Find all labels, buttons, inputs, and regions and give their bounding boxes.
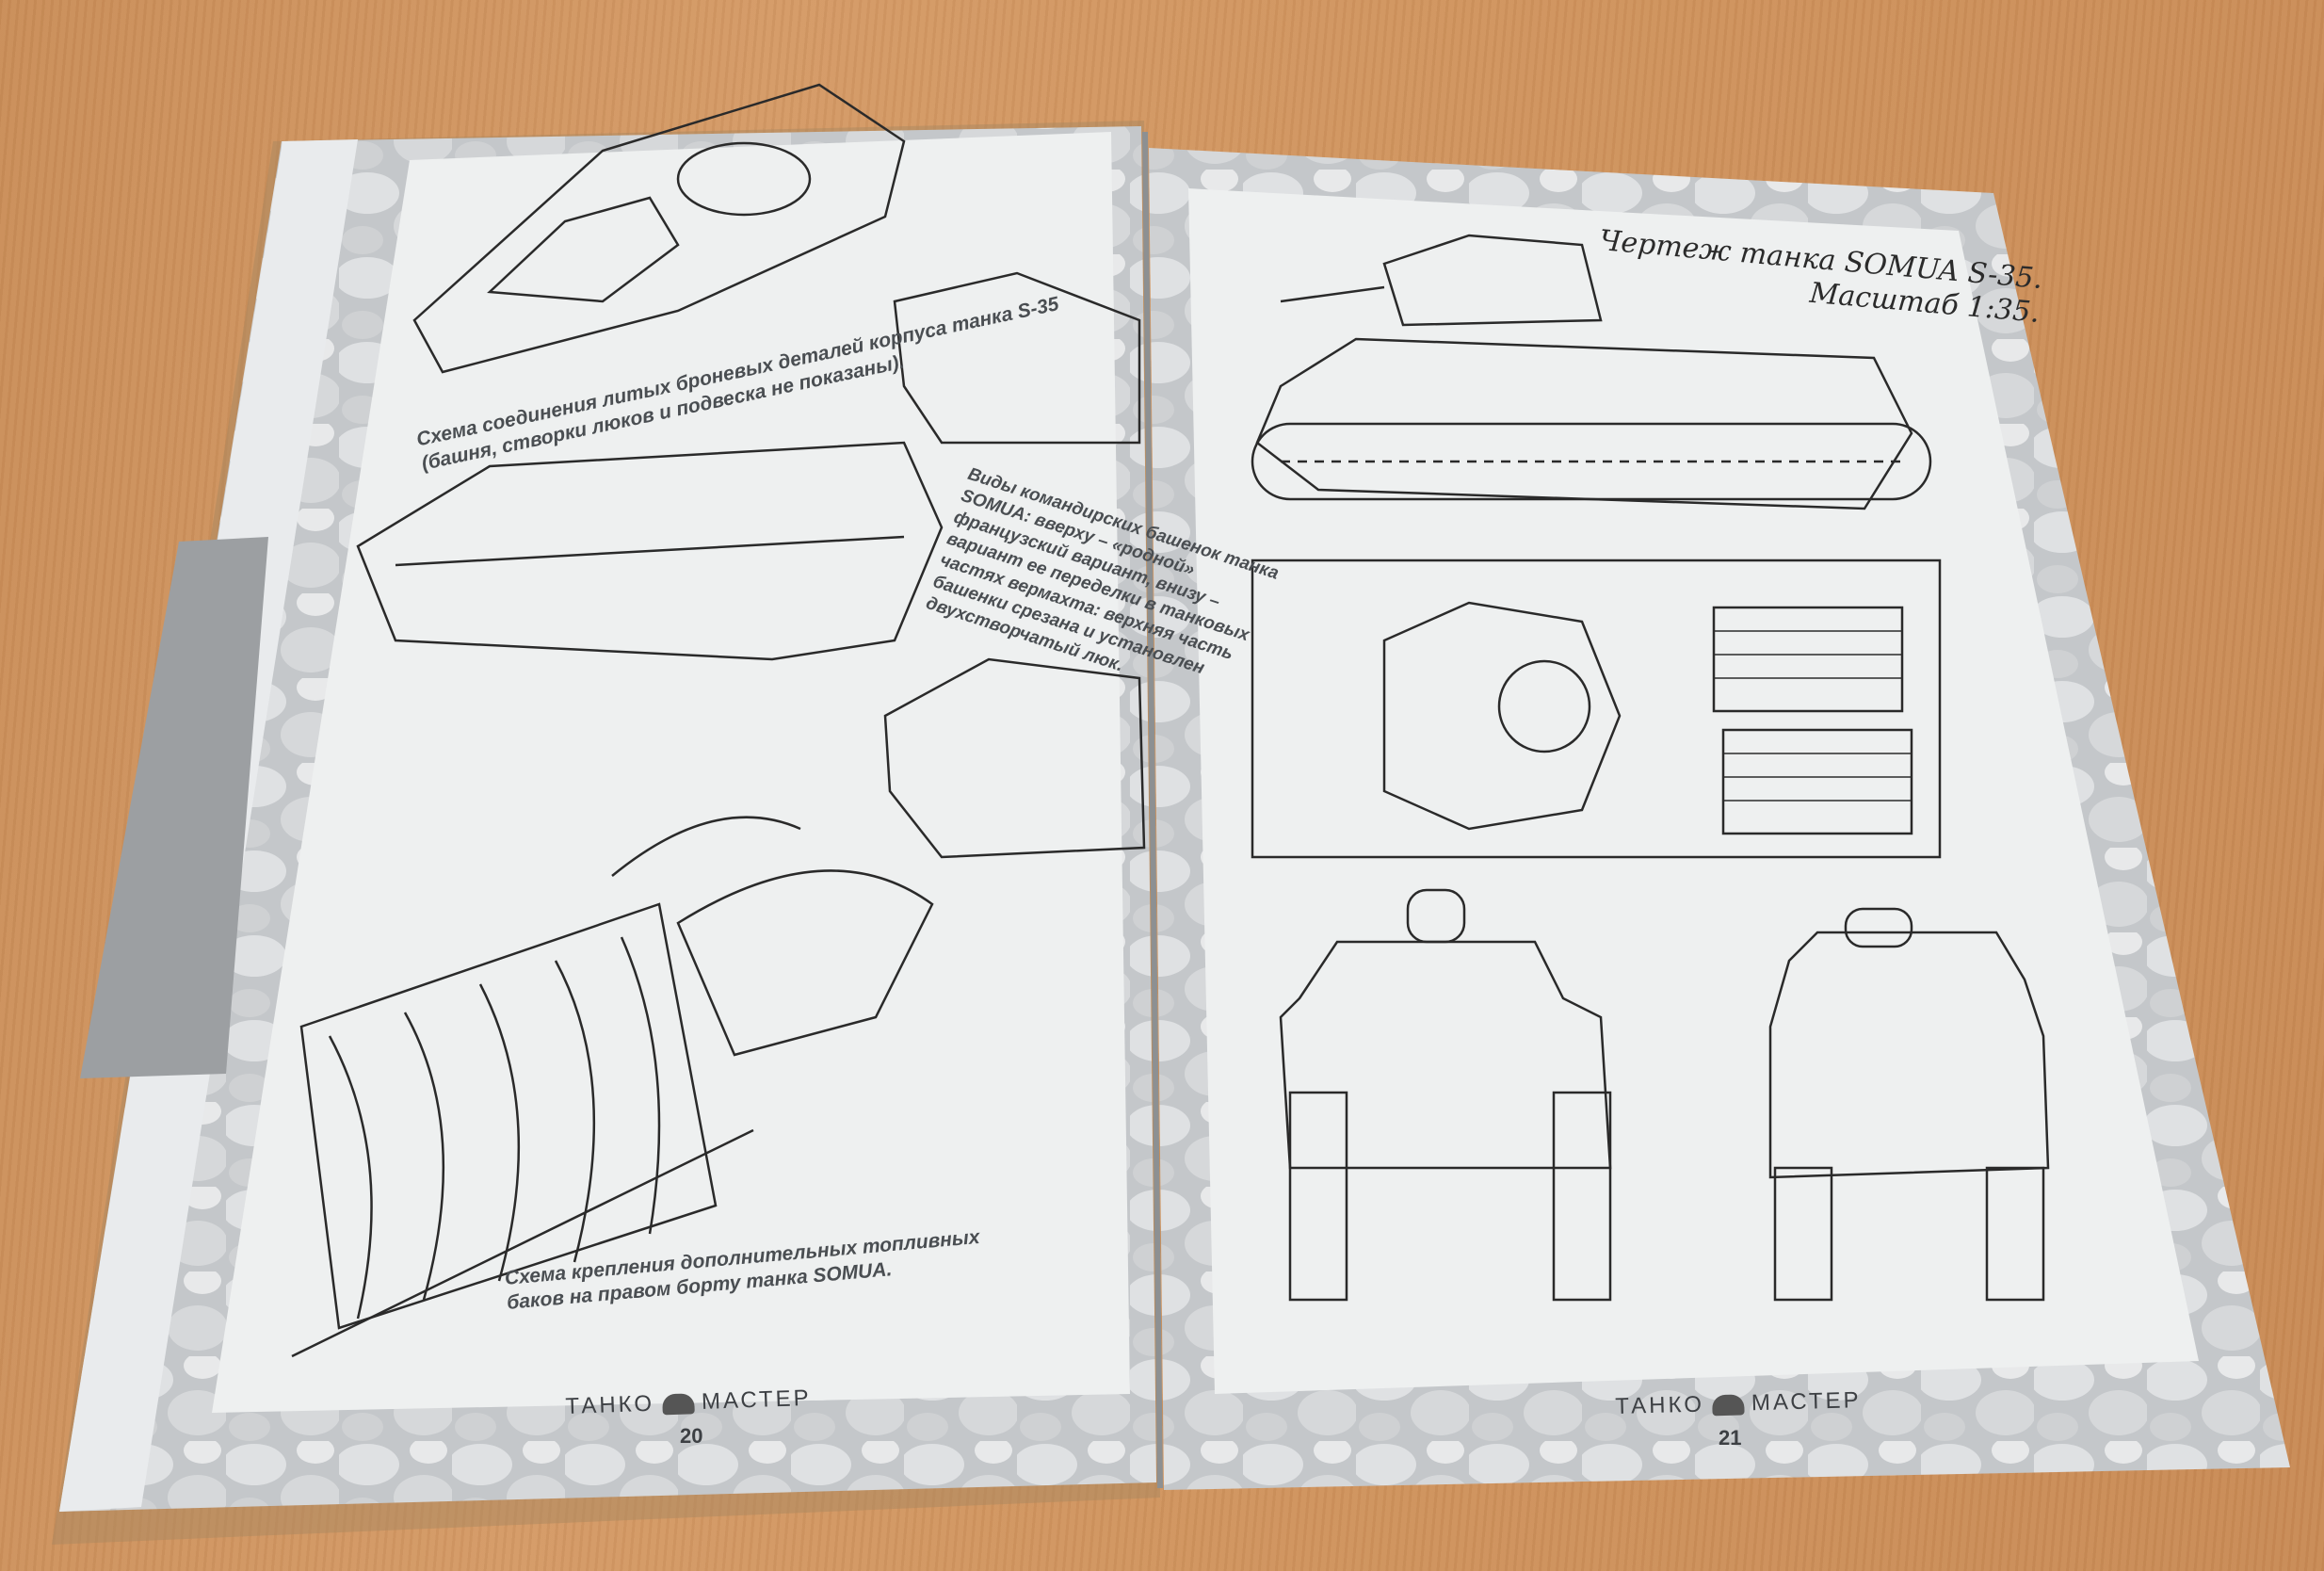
left-page [59,83,1156,1512]
logo-text-right: МАСТЕР [1751,1387,1862,1417]
book-spine [1142,131,1163,1489]
right-page [1149,148,2290,1490]
page-number-left: 20 [680,1424,703,1448]
logo-text-left: ТАНКО [1615,1391,1705,1419]
page-number-right: 21 [1719,1426,1742,1450]
tank-logo-icon [1711,1394,1745,1416]
logo-text-right: МАСТЕР [701,1385,813,1415]
tank-logo-icon [661,1392,695,1416]
logo-text-left: ТАНКО [565,1390,655,1419]
